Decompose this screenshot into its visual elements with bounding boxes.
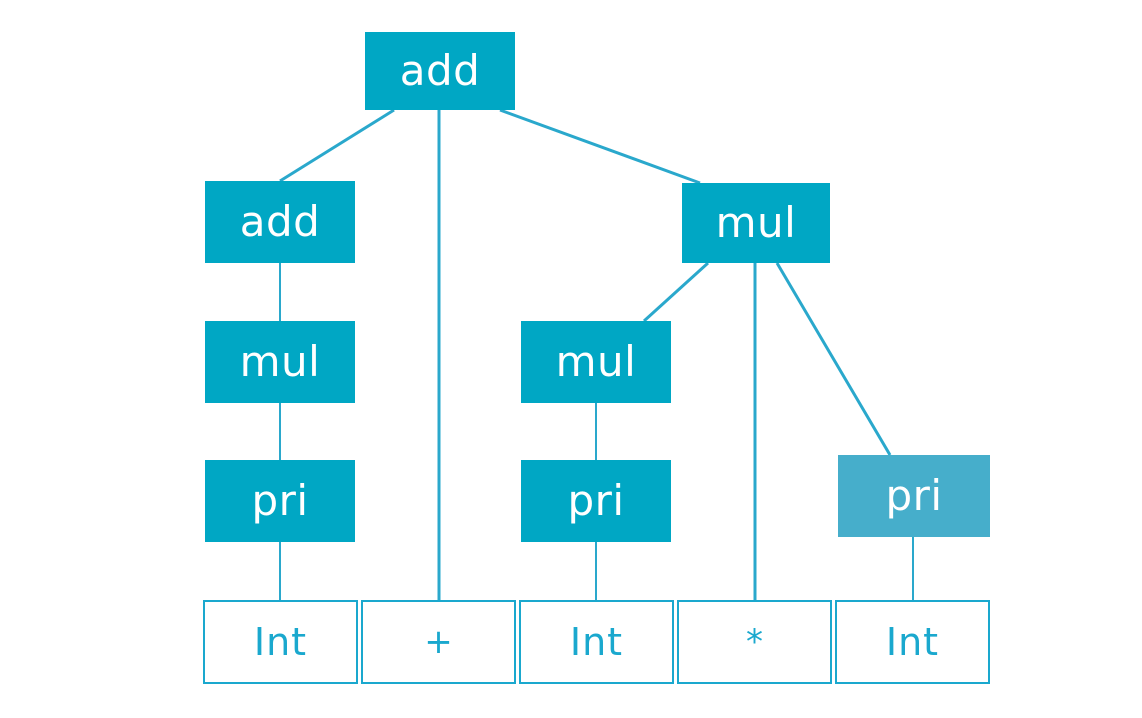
tree-node-mul-center[interactable]: mul — [521, 321, 671, 403]
tree-node-mul-right[interactable]: mul — [682, 183, 830, 263]
tree-node-label: pri — [251, 476, 309, 525]
tree-node-label: mul — [555, 337, 637, 386]
tree-node-label: + — [424, 622, 453, 662]
tree-node-add-left[interactable]: add — [205, 181, 355, 263]
tree-node-leaf-int-2[interactable]: Int — [519, 600, 674, 684]
tree-edge-mul-right-to-pri-right — [775, 262, 892, 456]
tree-node-add-root[interactable]: add — [365, 32, 515, 110]
tree-node-label: pri — [567, 476, 625, 525]
tree-node-leaf-int-3[interactable]: Int — [835, 600, 990, 684]
tree-node-label: Int — [885, 620, 940, 664]
tree-node-leaf-plus[interactable]: + — [361, 600, 516, 684]
tree-node-label: pri — [885, 471, 943, 520]
tree-node-leaf-star[interactable]: * — [677, 600, 832, 684]
tree-node-label: add — [399, 46, 481, 95]
tree-node-label: * — [746, 622, 763, 662]
tree-node-label: mul — [239, 337, 321, 386]
tree-node-label: mul — [715, 198, 797, 247]
tree-edge-add-root-to-mul-right — [499, 108, 701, 185]
tree-node-mul-left[interactable]: mul — [205, 321, 355, 403]
tree-node-label: Int — [253, 620, 308, 664]
tree-edge-mul-right-to-mul-center — [642, 261, 710, 323]
tree-node-pri-left[interactable]: pri — [205, 460, 355, 542]
tree-edge-add-root-to-add-left — [279, 108, 395, 183]
tree-node-pri-right[interactable]: pri — [838, 455, 990, 537]
tree-node-pri-center[interactable]: pri — [521, 460, 671, 542]
tree-node-leaf-int-1[interactable]: Int — [203, 600, 358, 684]
tree-node-label: Int — [569, 620, 624, 664]
tree-node-label: add — [239, 197, 321, 246]
